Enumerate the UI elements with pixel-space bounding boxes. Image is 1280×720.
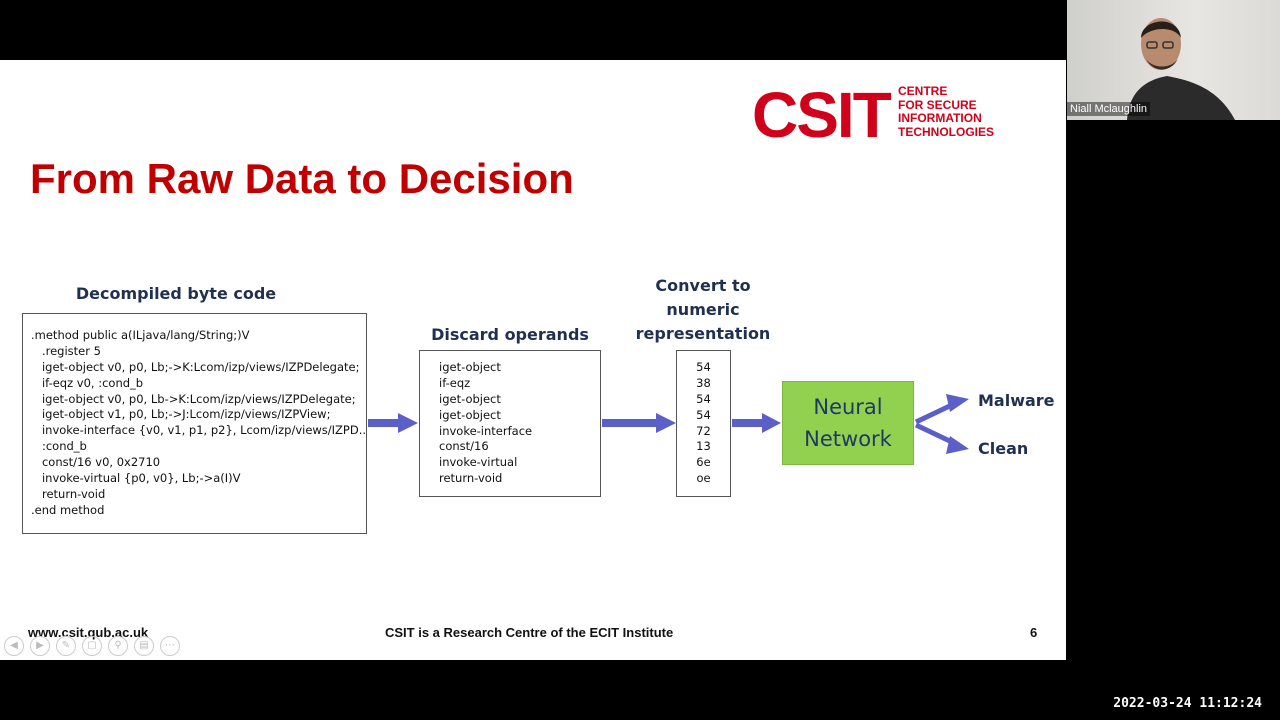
code-line: :cond_b <box>31 439 87 454</box>
footer-center-text: CSIT is a Research Centre of the ECIT In… <box>385 625 674 640</box>
numeric-value: 6e <box>696 455 711 470</box>
zoom-icon[interactable]: ⚲ <box>108 636 128 656</box>
code-line: .end method <box>31 502 105 517</box>
opcode-line: const/16 <box>439 439 489 454</box>
code-line: const/16 v0, 0x2710 <box>31 455 161 470</box>
arrow-opcodes-to-numeric <box>602 413 676 433</box>
code-box: .method public a(ILjava/lang/String;)V .… <box>22 313 367 534</box>
csit-logo: CSIT <box>752 79 892 151</box>
participant-name: Niall Mclaughlin <box>1067 102 1151 116</box>
discard-label: Discard operands <box>431 325 589 344</box>
slide-title: From Raw Data to Decision <box>30 155 574 202</box>
prev-slide-icon[interactable]: ◀ <box>4 636 24 656</box>
page-number: 6 <box>1030 625 1038 640</box>
opcode-line: invoke-virtual <box>439 455 518 470</box>
more-options-icon[interactable]: ⋯ <box>160 636 180 656</box>
code-line: .register 5 <box>31 343 101 358</box>
numeric-value: 72 <box>696 423 711 438</box>
timestamp: 2022-03-24 11:12:24 <box>1113 696 1262 711</box>
subtitles-icon[interactable]: ▤ <box>134 636 154 656</box>
code-line: invoke-interface {v0, v1, p1, p2}, Lcom/… <box>31 423 366 438</box>
slide-controls: ◀ ▶ ✎ ▢ ⚲ ▤ ⋯ <box>4 636 180 656</box>
output-malware: Malware <box>978 391 1055 410</box>
participant-video: Niall Mclaughlin <box>1067 0 1280 120</box>
numeric-value: oe <box>696 471 711 486</box>
arrow-code-to-opcodes <box>368 413 418 433</box>
opcode-line: iget-object <box>439 407 501 422</box>
slides-icon[interactable]: ▢ <box>82 636 102 656</box>
participant-silhouette <box>1127 18 1235 120</box>
opcode-line: iget-object <box>439 360 501 374</box>
code-line: invoke-virtual {p0, v0}, Lb;->a(I)V <box>31 471 241 486</box>
code-line: iget-object v1, p0, Lb;->J:Lcom/izp/view… <box>31 407 331 422</box>
neural-network-box: Neural Network <box>782 381 914 465</box>
opcode-line: invoke-interface <box>439 423 533 438</box>
code-line: iget-object v0, p0, Lb;->K:Lcom/izp/view… <box>31 359 360 374</box>
arrow-numeric-to-nn <box>732 413 781 433</box>
presentation-slide: CSIT CENTRE FOR SECURE INFORMATION TECHN… <box>0 60 1066 660</box>
csit-logo-tagline: CENTRE FOR SECURE INFORMATION TECHNOLOGI… <box>898 84 995 139</box>
numeric-value: 38 <box>696 375 711 390</box>
opcode-line: if-eqz <box>439 375 471 390</box>
code-line: if-eqz v0, :cond_b <box>31 375 144 390</box>
opcode-line: iget-object <box>439 391 501 406</box>
convert-label: Convert to numeric representation <box>635 276 771 343</box>
code-line: iget-object v0, p0, Lb->K:Lcom/izp/views… <box>31 391 356 406</box>
opcode-line: return-void <box>439 471 503 486</box>
flow-arrows <box>368 394 969 454</box>
numeric-value: 54 <box>696 391 711 406</box>
code-line: return-void <box>31 486 106 501</box>
next-slide-icon[interactable]: ▶ <box>30 636 50 656</box>
numeric-value: 54 <box>696 360 711 374</box>
code-line: .method public a(ILjava/lang/String;)V <box>31 328 250 342</box>
numeric-value: 13 <box>696 439 711 454</box>
numeric-value: 54 <box>696 407 711 422</box>
decompiled-label: Decompiled byte code <box>75 284 277 303</box>
pen-icon[interactable]: ✎ <box>56 636 76 656</box>
output-clean: Clean <box>978 439 1029 458</box>
